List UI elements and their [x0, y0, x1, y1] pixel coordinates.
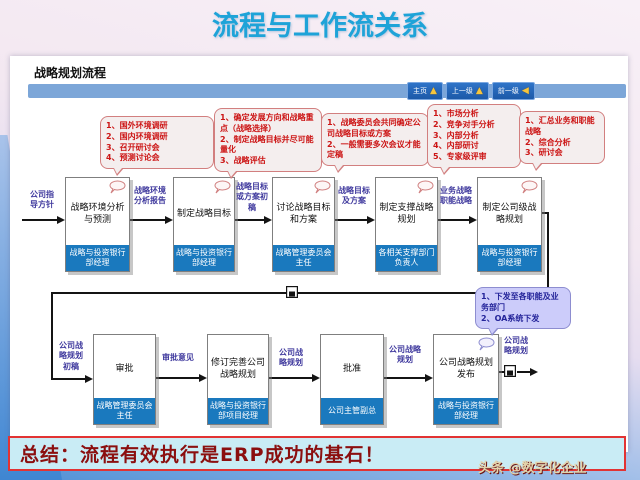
- flow-label-company-plan-2: 公司战略 规划: [389, 345, 421, 365]
- line-return-across: [51, 292, 549, 294]
- summary-banner: 总结：流程有效执行是ERP成功的基石！: [8, 436, 626, 471]
- comment-bubble-icon: [109, 180, 126, 194]
- arrow-output: [517, 368, 538, 376]
- process-role: 战略管理委员会主任: [94, 398, 155, 424]
- process-role: 战略与投资银行部经理: [434, 398, 498, 424]
- nav-home-button[interactable]: 主页 ▲: [407, 82, 443, 100]
- comment-bubble-icon: [478, 337, 495, 351]
- callout-summary-analysis: 1、汇总业务和职能战略 2、综合分析 3、研讨会: [519, 111, 605, 172]
- document-icon: [504, 365, 516, 377]
- process-label: 修订完善公司战略规划: [210, 358, 265, 380]
- nav-up-button[interactable]: 上一级 ▲: [445, 82, 489, 100]
- arrow-bottom-2: [267, 374, 320, 382]
- arrow-bottom-3: [383, 374, 433, 382]
- process-box-set-goals: 制定战略目标 战略与投资银行部经理: [173, 177, 235, 272]
- summary-text: 总结：流程有效执行是ERP成功的基石！: [20, 444, 385, 466]
- flow-label-review-opinion: 审批意见: [162, 353, 194, 362]
- nav-home-label: 主页: [413, 87, 427, 95]
- process-box-publish: 公司战略规划发布 战略与投资银行部经理: [433, 334, 499, 425]
- nav-buttons: 主页 ▲ 上一级 ▲ 前一级 ◀: [407, 82, 535, 100]
- flow-label-biz-strategy: 业务战略 职能战略: [440, 186, 472, 206]
- process-label: 战略环境分析与预测: [70, 203, 125, 225]
- process-role: 战略与投资银行部项目经理: [208, 398, 268, 424]
- process-role: 战略与投资银行部经理: [174, 245, 234, 271]
- comment-bubble-icon: [417, 180, 434, 194]
- process-role: 各相关支撑部门负责人: [376, 245, 437, 271]
- process-box-support-plan: 制定支撑战略规划 各相关支撑部门负责人: [375, 177, 438, 272]
- arrow-top-2: [234, 216, 272, 224]
- arrow-top-3: [334, 216, 375, 224]
- callout-strategy-committee: 1、战略委员会共同确定公司战略目标或方案 2、一般需要多次会议才能定稿: [321, 113, 429, 174]
- process-box-approve: 批准 公司主管副总: [320, 334, 384, 425]
- flow-label-draft: 战略目标 或方案初 稿: [236, 182, 268, 212]
- page-title: 流程与工作流关系: [212, 11, 428, 42]
- comment-bubble-icon: [214, 180, 231, 194]
- arrow-top-1: [129, 216, 173, 224]
- flow-label-first-draft: 公司战 略规划 初稿: [59, 341, 83, 371]
- comment-bubble-icon: [314, 180, 331, 194]
- process-role: 战略管理委员会主任: [273, 245, 334, 271]
- arrow-input: [22, 216, 65, 224]
- process-label: 公司战略规划发布: [438, 358, 493, 380]
- toolbar: [28, 84, 626, 98]
- line-return-down: [547, 212, 549, 293]
- arrow-bottom-input: [51, 375, 93, 383]
- process-box-review: 审批 战略管理委员会主任: [93, 334, 156, 425]
- document-icon: [286, 286, 298, 298]
- line-return-stub: [540, 212, 549, 214]
- process-label: 制定战略目标: [176, 209, 231, 220]
- flow-label-goal-plan: 战略目标 及方案: [338, 186, 370, 206]
- process-label: 制定支撑战略规划: [379, 203, 434, 225]
- callout-distribute-oa: 1、下发至各职能及业务部门 2、OA系统下发: [475, 287, 571, 337]
- process-label: 批准: [342, 364, 361, 375]
- flow-label-output: 公司战 略规划: [504, 336, 528, 356]
- line-output-stub: [497, 371, 505, 373]
- process-role: 战略与投资银行部经理: [66, 245, 129, 271]
- nav-prev-label: 前一级: [497, 87, 519, 95]
- process-label: 讨论战略目标和方案: [276, 203, 331, 225]
- process-box-revise: 修订完善公司战略规划 战略与投资银行部项目经理: [207, 334, 269, 425]
- process-box-company-plan: 制定公司级战略规划 战略与投资银行部经理: [477, 177, 542, 272]
- arrow-bottom-1: [155, 374, 207, 382]
- nav-prev-button[interactable]: 前一级 ◀: [491, 82, 535, 100]
- process-label: 审批: [115, 364, 134, 375]
- flow-label-report: 战略环境 分析报告: [134, 186, 166, 206]
- panel-heading: 战略规划流程: [34, 66, 107, 80]
- process-label: 制定公司级战略规划: [482, 203, 537, 225]
- left-triangle-icon: ◀: [521, 85, 529, 96]
- process-box-discuss-goals: 讨论战略目标和方案 战略管理委员会主任: [272, 177, 335, 272]
- callout-market-analysis: 1、市场分析 2、竞争对手分析 3、内部分析 4、内部研讨 5、专家级评审: [427, 104, 521, 175]
- arrow-top-4: [436, 216, 477, 224]
- nav-up-label: 上一级: [451, 87, 473, 95]
- process-box-env-analysis: 战略环境分析与预测 战略与投资银行部经理: [65, 177, 130, 272]
- process-role: 公司主管副总: [321, 398, 383, 424]
- line-return-left-down: [51, 292, 53, 379]
- up-triangle-icon: ▲: [475, 85, 483, 96]
- comment-bubble-icon: [521, 180, 538, 194]
- flow-label-input: 公司指 导方针: [30, 190, 54, 210]
- callout-strategy-direction: 1、确定发展方向和战略重点（战略选择） 2、制定战略目标并尽可能量化 3、战略评…: [214, 108, 322, 179]
- flow-label-company-plan-1: 公司战 略规划: [279, 348, 303, 368]
- up-triangle-icon: ▲: [430, 85, 437, 96]
- watermark: 头条 @数字化企业: [478, 461, 587, 476]
- callout-environment-research: 1、国外环境调研 2、国内环境调研 3、召开研讨会 4、预测讨论会: [100, 116, 214, 177]
- process-role: 战略与投资银行部经理: [478, 245, 541, 271]
